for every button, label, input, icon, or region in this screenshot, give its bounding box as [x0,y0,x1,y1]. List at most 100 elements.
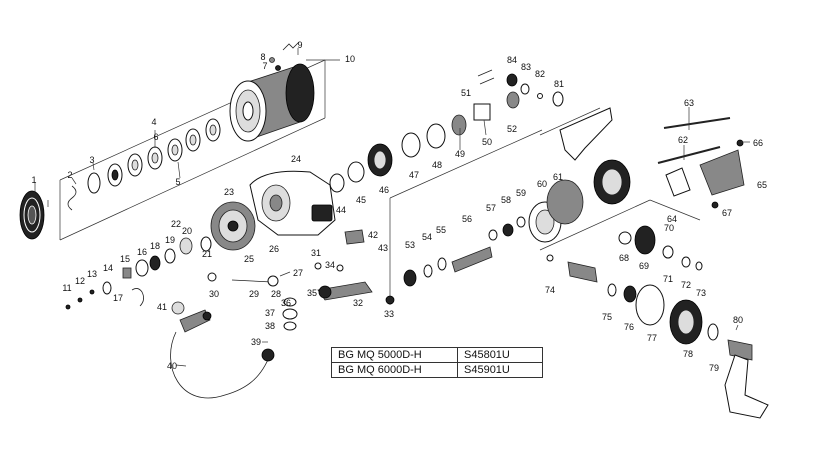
handle-knob-parts [657,117,745,209]
model-code: S45801U [457,347,543,363]
label-77: 77 [647,333,657,343]
label-28: 28 [271,289,281,299]
model-name: BG MQ 6000D-H [331,362,458,378]
part-8-screw [269,57,275,63]
label-61: 61 [553,172,563,182]
model-code: S45901U [457,362,543,378]
part-number-labels: 1 2 3 4 5 6 7 8 9 10 11 12 13 14 15 16 1… [31,40,767,373]
label-79: 79 [709,363,719,373]
label-76: 76 [624,322,634,332]
label-75: 75 [602,312,612,322]
label-64: 64 [667,214,677,224]
label-70: 70 [664,223,674,233]
label-50: 50 [482,137,492,147]
part-3-washer [87,172,101,194]
label-43: 43 [378,243,388,253]
label-13: 13 [87,269,97,279]
model-code-table: BG MQ 5000D-H S45801U BG MQ 6000D-H S459… [331,347,543,378]
label-81: 81 [554,79,564,89]
label-52: 52 [507,124,517,134]
label-66: 66 [753,138,763,148]
label-3: 3 [89,155,94,165]
label-17: 17 [113,293,123,303]
model-name: BG MQ 5000D-H [331,347,458,363]
label-9: 9 [297,40,302,50]
leader-lines [34,48,750,367]
label-51: 51 [461,88,471,98]
part-61-rotor [528,107,631,243]
label-46: 46 [379,185,389,195]
top-small-parts [506,73,564,107]
label-10: 10 [345,54,355,64]
rotor-parts [207,262,395,362]
label-72: 72 [681,280,691,290]
label-15: 15 [120,254,130,264]
label-69: 69 [639,261,649,271]
small-parts-left [65,236,212,310]
label-53: 53 [405,240,415,250]
label-5: 5 [175,177,180,187]
label-68: 68 [619,253,629,263]
label-42: 42 [368,230,378,240]
label-18: 18 [150,241,160,251]
label-30: 30 [209,289,219,299]
label-19: 19 [165,235,175,245]
part-9-spring [282,41,300,51]
label-48: 48 [432,160,442,170]
part-40-bail-wire [170,331,271,399]
rotor-frame [539,107,701,251]
label-54: 54 [422,232,432,242]
label-74: 74 [545,285,555,295]
label-78: 78 [683,349,693,359]
label-58: 58 [501,195,511,205]
label-57: 57 [486,203,496,213]
label-45: 45 [356,195,366,205]
drag-washers [107,118,221,187]
label-47: 47 [409,170,419,180]
label-24: 24 [291,154,301,164]
label-2: 2 [67,170,72,180]
label-60: 60 [537,179,547,189]
part-7-pin [275,65,281,71]
model-row: BG MQ 5000D-H S45801U [331,347,543,363]
shaft-parts [403,216,526,287]
label-65: 65 [757,180,767,190]
label-84: 84 [507,55,517,65]
label-39: 39 [251,337,261,347]
label-59: 59 [516,188,526,198]
part-24-body [249,170,336,236]
label-12: 12 [75,276,85,286]
label-27: 27 [293,268,303,278]
part-10-spool [229,63,315,142]
label-1: 1 [31,175,36,185]
model-row: BG MQ 6000D-H S45901U [331,362,543,378]
label-29: 29 [249,289,259,299]
gear-parts [546,225,769,419]
part-23-side-plate [210,201,256,251]
label-22: 22 [171,219,181,229]
label-26: 26 [269,244,279,254]
label-41: 41 [157,302,167,312]
label-35: 35 [307,288,317,298]
label-83: 83 [521,62,531,72]
label-34: 34 [325,260,335,270]
label-6: 6 [153,132,158,142]
label-62: 62 [678,135,688,145]
label-8: 8 [260,52,265,62]
label-37: 37 [265,308,275,318]
label-44: 44 [336,205,346,215]
label-40: 40 [167,361,177,371]
label-25: 25 [244,254,254,264]
label-71: 71 [663,274,673,284]
label-23: 23 [224,187,234,197]
label-36: 36 [281,298,291,308]
label-82: 82 [535,69,545,79]
body-group-frame [389,129,543,305]
label-33: 33 [384,309,394,319]
label-63: 63 [684,98,694,108]
label-73: 73 [696,288,706,298]
label-16: 16 [137,247,147,257]
label-67: 67 [722,208,732,218]
label-20: 20 [182,226,192,236]
